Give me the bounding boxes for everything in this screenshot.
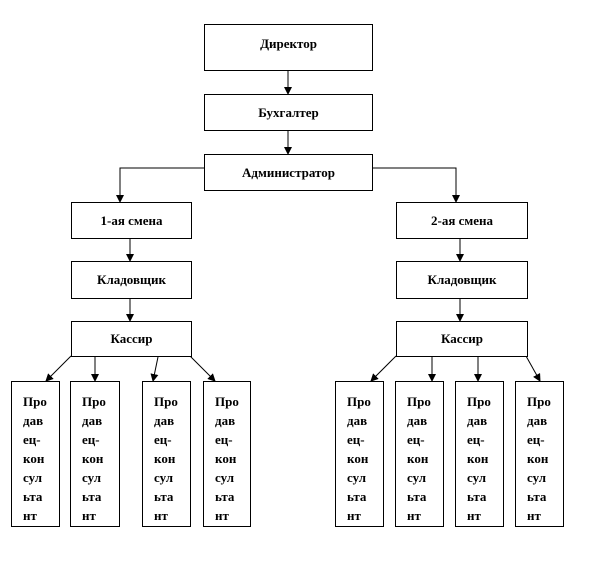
- consultant-text-line: ьта: [467, 489, 487, 504]
- consultant-text-line: Про: [407, 394, 431, 409]
- consultant-text-line: Про: [23, 394, 47, 409]
- node-storekeeper-1: Кладовщик: [71, 261, 192, 299]
- node-director: Директор: [204, 24, 373, 71]
- consultant-text-line: дав: [82, 413, 103, 428]
- consultant-text-line: ец-: [467, 432, 485, 447]
- consultant-text-line: сул: [82, 470, 102, 485]
- consultant-text-line: нт: [154, 508, 168, 523]
- connector-administrator-shift-1: [116, 167, 204, 203]
- consultant-text-line: дав: [527, 413, 548, 428]
- consultant-text-line: сул: [467, 470, 487, 485]
- node-cashier-1: Кассир: [71, 321, 192, 357]
- consultant-text-line: Про: [467, 394, 491, 409]
- consultant-text-line: дав: [467, 413, 488, 428]
- connector-cashier-2-consultant-1: [370, 355, 397, 382]
- consultant-text-line: кон: [215, 451, 237, 466]
- consultant-text-line: ьта: [82, 489, 102, 504]
- node-shift-2: 2-ая смена: [396, 202, 528, 239]
- consultant-text-line: ец-: [215, 432, 233, 447]
- consultant-text-line: нт: [23, 508, 37, 523]
- consultant-text-line: ец-: [23, 432, 41, 447]
- consultant-text-line: сул: [154, 470, 174, 485]
- node-shift-1: 1-ая смена: [71, 202, 192, 239]
- consultant-text-line: кон: [23, 451, 45, 466]
- consultant-text-line: сул: [347, 470, 367, 485]
- node-accountant: Бухгалтер: [204, 94, 373, 131]
- consultant-text-line: ьта: [347, 489, 367, 504]
- node-consultant-1-3: Про дав ец- кон сул ьта нт: [142, 381, 191, 527]
- consultant-text-line: ец-: [407, 432, 425, 447]
- consultant-text-line: дав: [215, 413, 236, 428]
- connector-cashier-1-consultant-3: [150, 356, 159, 382]
- node-administrator: Администратор: [204, 154, 373, 191]
- consultant-text-line: ец-: [527, 432, 545, 447]
- consultant-text-line: кон: [527, 451, 549, 466]
- connector-administrator-shift-2: [373, 167, 460, 203]
- node-consultant-1-4: Про дав ец- кон сул ьта нт: [203, 381, 251, 527]
- consultant-text-line: Про: [82, 394, 106, 409]
- node-consultant-2-1: Про дав ец- кон сул ьта нт: [335, 381, 384, 527]
- consultant-text-line: нт: [215, 508, 229, 523]
- consultant-text-line: Про: [527, 394, 551, 409]
- consultant-text-line: ьта: [215, 489, 235, 504]
- connector-cashier-1-consultant-1: [45, 355, 72, 382]
- consultant-text-line: ьта: [527, 489, 547, 504]
- consultant-text-line: ьта: [407, 489, 427, 504]
- consultant-text-line: кон: [467, 451, 489, 466]
- consultant-text-line: дав: [407, 413, 428, 428]
- consultant-text-line: дав: [347, 413, 368, 428]
- consultant-text-line: ьта: [154, 489, 174, 504]
- node-consultant-1-2: Про дав ец- кон сул ьта нт: [70, 381, 120, 527]
- consultant-text-line: кон: [82, 451, 104, 466]
- consultant-text-line: нт: [527, 508, 541, 523]
- consultant-text-line: Про: [215, 394, 239, 409]
- consultant-text-line: сул: [407, 470, 427, 485]
- consultant-text-line: дав: [23, 413, 44, 428]
- consultant-text-line: сул: [527, 470, 547, 485]
- consultant-text-line: Про: [347, 394, 371, 409]
- consultant-text-line: нт: [407, 508, 421, 523]
- consultant-text-line: сул: [23, 470, 43, 485]
- consultant-text-line: ец-: [154, 432, 172, 447]
- consultant-text-line: нт: [82, 508, 96, 523]
- consultant-text-line: нт: [347, 508, 361, 523]
- node-cashier-2: Кассир: [396, 321, 528, 357]
- node-consultant-2-3: Про дав ец- кон сул ьта нт: [455, 381, 504, 527]
- consultant-text-line: кон: [407, 451, 429, 466]
- node-consultant-1-1: Про дав ец- кон сул ьта нт: [11, 381, 60, 527]
- consultant-text-line: ьта: [23, 489, 43, 504]
- consultant-text-line: сул: [215, 470, 235, 485]
- consultant-text-line: нт: [467, 508, 481, 523]
- consultant-text-line: ец-: [82, 432, 100, 447]
- consultant-text-line: ец-: [347, 432, 365, 447]
- consultant-text-line: Про: [154, 394, 178, 409]
- node-storekeeper-2: Кладовщик: [396, 261, 528, 299]
- consultant-text-line: кон: [154, 451, 176, 466]
- node-consultant-2-2: Про дав ец- кон сул ьта нт: [395, 381, 444, 527]
- connector-cashier-1-consultant-4: [189, 355, 216, 382]
- consultant-text-line: дав: [154, 413, 175, 428]
- node-consultant-2-4: Про дав ец- кон сул ьта нт: [515, 381, 564, 527]
- consultant-text-line: кон: [347, 451, 369, 466]
- connector-cashier-2-consultant-4: [525, 355, 541, 382]
